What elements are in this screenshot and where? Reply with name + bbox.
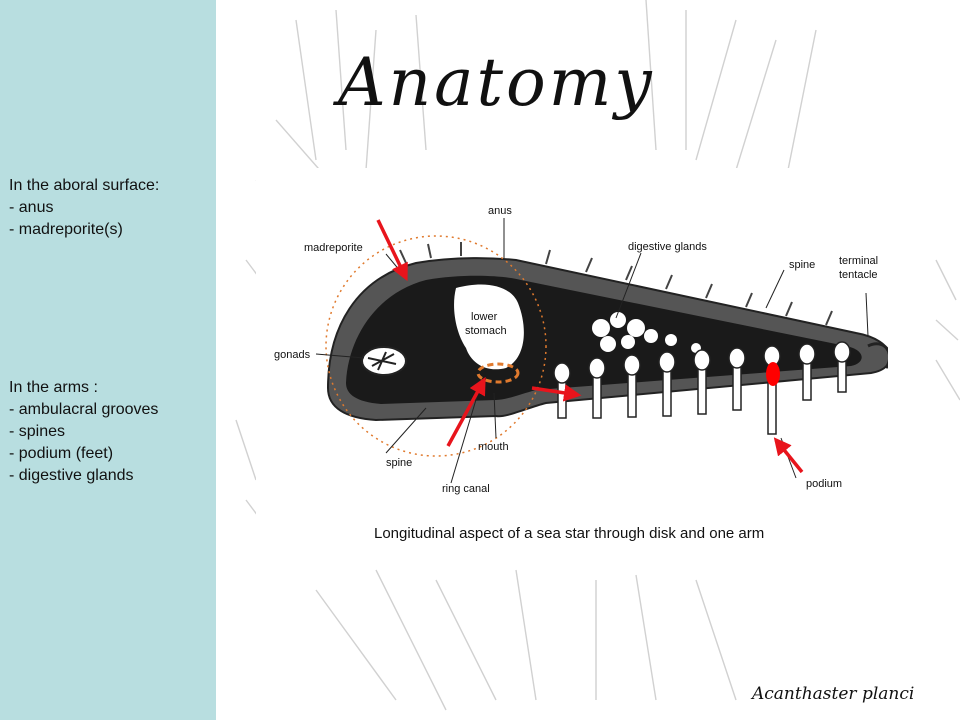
label-tentacle: tentacle — [839, 269, 878, 281]
sidebar-panel: In the aboral surface: - anus - madrepor… — [0, 0, 216, 720]
digestive-gland-blobs — [592, 312, 701, 353]
aboral-item-anus: - anus — [9, 199, 54, 216]
podium-red-marker — [766, 362, 780, 386]
species-caption: Acanthaster planci — [752, 684, 915, 704]
disk-dotted-circle — [325, 235, 547, 457]
label-gonads: gonads — [274, 349, 311, 361]
label-mouth: mouth — [478, 441, 509, 453]
label-spine-bottom: spine — [386, 457, 412, 469]
arms-item-podium: - podium (feet) — [9, 445, 114, 462]
background-seastar-sketch — [235, 0, 960, 711]
label-digestive-glands: digestive glands — [628, 241, 707, 253]
terminal-tentacle-shape — [867, 342, 888, 369]
label-stomach: stomach — [465, 325, 507, 337]
seastar-diagram: anus madreporite digestive glands spine … — [256, 168, 888, 558]
aboral-surface-list: In the aboral surface: - anus - madrepor… — [9, 175, 159, 241]
leader-lines — [315, 218, 869, 484]
arms-list: In the arms : - ambulacral grooves - spi… — [9, 377, 158, 487]
arrow-madreporite — [376, 219, 408, 282]
gonads-texture — [367, 351, 397, 371]
arrow-podium — [773, 437, 804, 474]
label-podium: podium — [806, 478, 842, 490]
ring-canal-marker — [476, 362, 520, 384]
diagram-caption: Longitudinal aspect of a sea star throug… — [374, 525, 764, 542]
lower-stomach-shape — [454, 284, 524, 370]
arms-heading: In the arms : — [9, 379, 98, 396]
arrow-ring-canal — [446, 376, 486, 447]
arms-item-ambulacral-grooves: - ambulacral grooves — [9, 401, 159, 418]
page-title: Anatomy — [338, 44, 655, 121]
arms-item-digestive-glands: - digestive glands — [9, 467, 134, 484]
label-ring-canal: ring canal — [442, 483, 490, 495]
label-lower: lower — [471, 311, 498, 323]
aboral-heading: In the aboral surface: — [9, 177, 160, 194]
arrow-ambulacral-groove — [531, 384, 582, 402]
arms-item-spines: - spines — [9, 423, 66, 440]
top-spines — [399, 242, 833, 326]
aboral-item-madreporite: - madreporite(s) — [9, 221, 123, 238]
label-spine-top: spine — [789, 259, 815, 271]
label-terminal: terminal — [839, 255, 878, 267]
label-madreporite: madreporite — [304, 242, 363, 254]
podia — [553, 341, 851, 435]
label-anus: anus — [488, 205, 512, 217]
